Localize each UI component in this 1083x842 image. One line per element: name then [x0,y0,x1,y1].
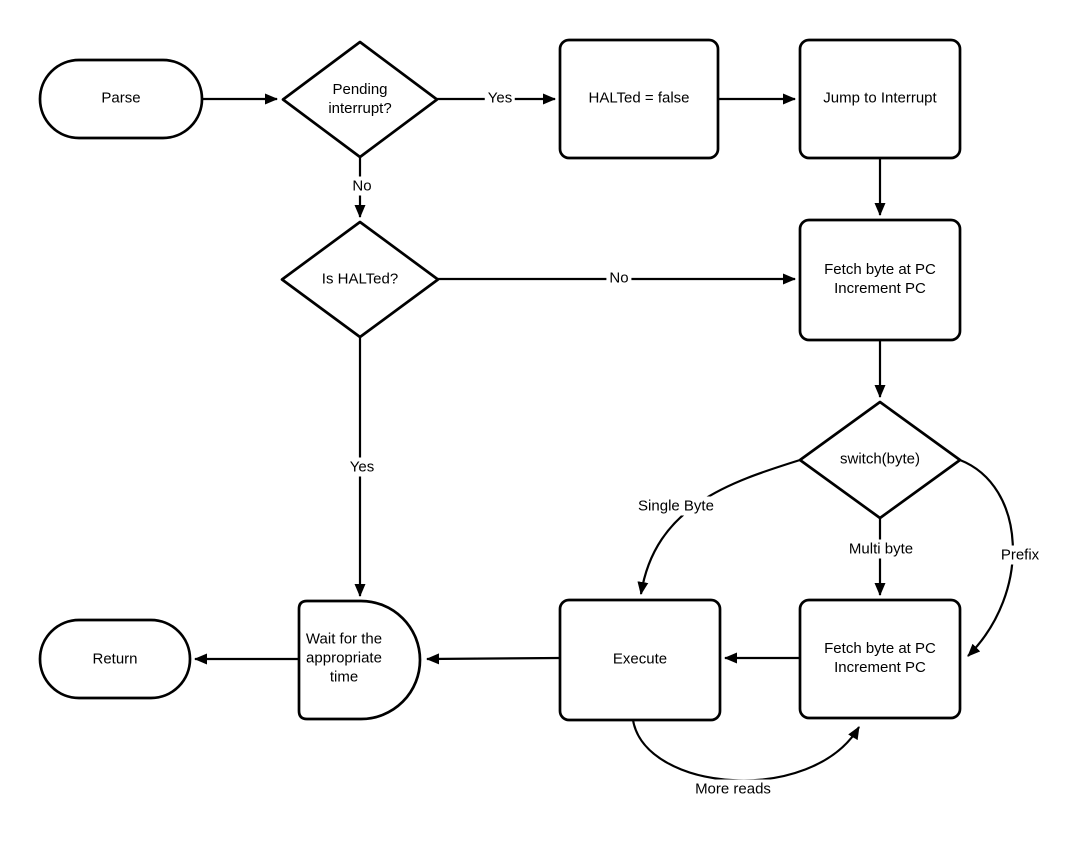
halted-false-process-shape [558,38,720,160]
fetch-byte-bottom-process-shape [798,598,962,720]
edge-switch-singlebyte-to-execute [637,458,801,595]
parse-terminator-shape [38,58,204,140]
edge-execute-morereads-to-fetchbottom [631,719,860,782]
switch-byte-decision-shape [798,400,962,520]
jump-to-interrupt-process-shape [798,38,962,160]
fetch-byte-top-process-shape [798,218,962,342]
edge-execute-to-wait [426,653,561,665]
is-halted-decision-shape [280,220,440,339]
wait-delay-shape [297,599,422,721]
edge-switch-prefix-to-fetchbottom [959,458,1014,657]
pending-interrupt-decision-shape [281,40,439,159]
execute-process-shape [558,598,722,722]
return-terminator-shape [38,618,192,700]
